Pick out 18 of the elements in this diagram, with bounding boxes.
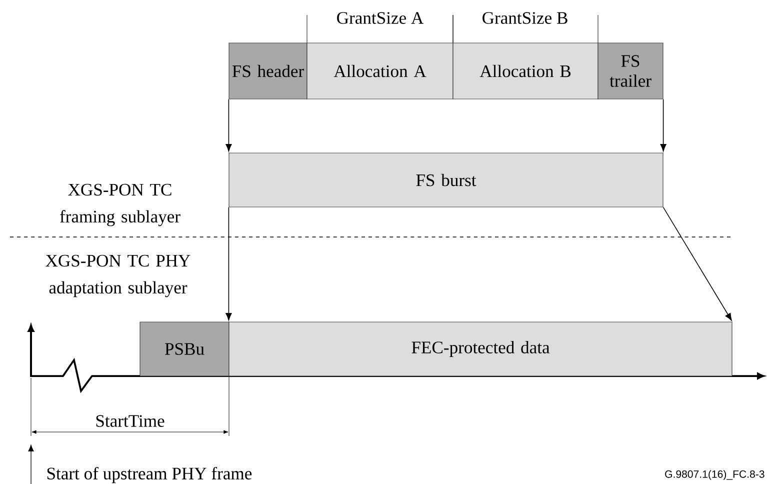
layer-box: FS trailer [598, 42, 664, 100]
figure-id: G.9807.1(16)_FC.8-3 [665, 470, 764, 480]
layer-box: PSBu [140, 322, 230, 376]
dimension-label: GrantSize A [337, 12, 424, 24]
layer-box: Allocation A [306, 42, 454, 100]
layer-box: FS burst [228, 152, 664, 208]
layer-box: FEC-protected data [228, 322, 732, 376]
dimension-label: StartTime [96, 415, 164, 427]
dimension-label: GrantSize B [482, 12, 568, 24]
arrow [662, 206, 732, 321]
note-text: Start of upstream PHY frame [47, 466, 252, 484]
layer-label: XGS-PON TC framing sublayer [60, 184, 180, 226]
arrow [660, 98, 666, 152]
layer-label: XGS-PON TC PHY adaptation sublayer [46, 254, 190, 298]
arrow [226, 206, 232, 320]
layer-box: Allocation B [452, 42, 598, 100]
arrow [226, 98, 232, 152]
layer-box: FS header [228, 42, 308, 100]
